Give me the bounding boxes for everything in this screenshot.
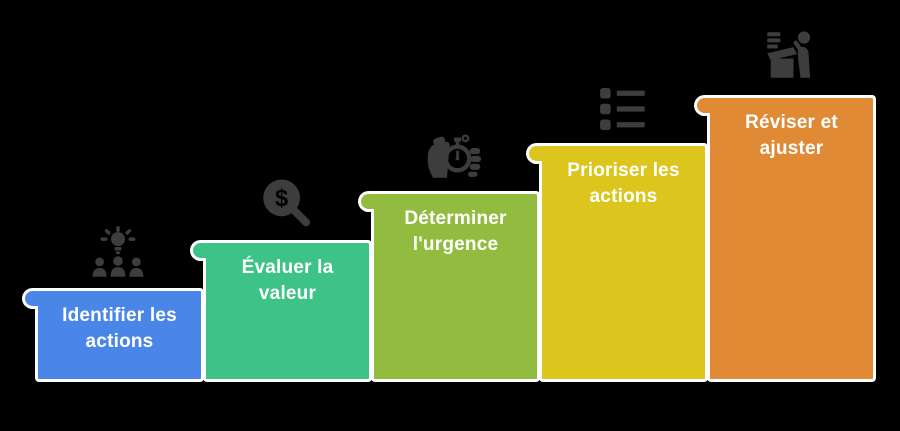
brainstorm-icon	[90, 226, 146, 282]
step-reviser-et-ajuster: Réviser et ajuster	[694, 95, 876, 382]
step-tab	[526, 143, 542, 164]
step-label: Réviser et ajuster	[745, 112, 838, 159]
step-determiner-l-urgence: Déterminer l'urgence	[358, 191, 540, 382]
priority-list-icon	[594, 81, 650, 137]
step-label: Identifier les actions	[62, 305, 177, 352]
dollar-search-icon: $	[258, 176, 314, 232]
step-identifier-les-actions: Identifier les actions	[22, 288, 204, 382]
step-label: Déterminer l'urgence	[404, 208, 507, 255]
step-prioriser-les-actions: Prioriser les actions	[526, 143, 708, 382]
step-evaluer-la-valeur: Évaluer la valeur	[190, 240, 372, 382]
review-desk-icon	[762, 27, 818, 83]
step-tab	[22, 288, 38, 309]
step-tab	[358, 191, 374, 212]
urgency-stopwatch-icon	[426, 127, 482, 183]
step-label: Prioriser les actions	[567, 160, 680, 207]
step-tab	[190, 240, 206, 261]
step-tab	[694, 95, 710, 116]
step-label: Évaluer la valeur	[241, 257, 334, 304]
svg-text:$: $	[275, 186, 288, 212]
